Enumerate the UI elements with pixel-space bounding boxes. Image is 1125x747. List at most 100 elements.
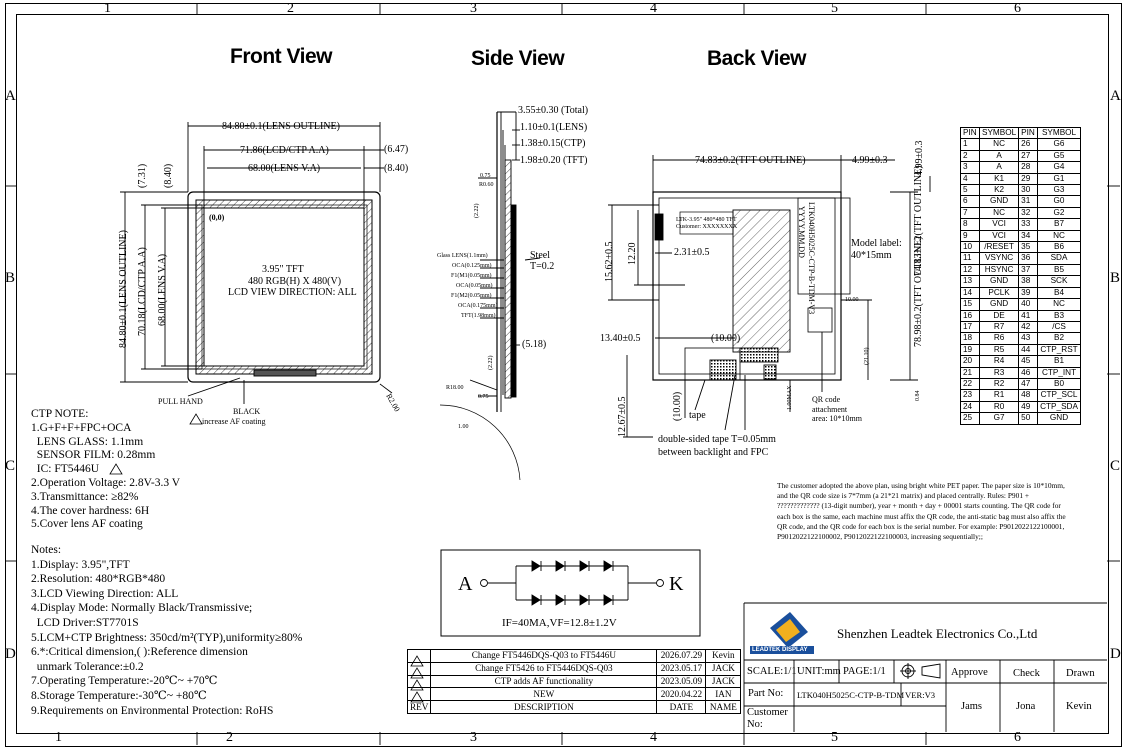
front-af-coating: increase AF coating: [202, 417, 266, 426]
back-qr-1: QR code: [812, 395, 841, 404]
pin-number: 24: [960, 400, 980, 414]
pin-symbol: R3: [978, 366, 1020, 379]
side-tft: 1.98±0.20 (TFT): [520, 155, 588, 166]
zone-col-4b: 4: [650, 730, 657, 745]
ctp-note-line: LENS GLASS: 1.1mm: [31, 435, 144, 448]
revision-description: CTP adds AF functionality: [430, 674, 658, 689]
pin-symbol: B7: [1037, 218, 1081, 231]
pin-number: 4: [960, 172, 980, 186]
pin-number: 42: [1018, 320, 1039, 334]
approve-name: Jams: [961, 701, 982, 712]
revision-mark: [406, 687, 432, 702]
pin-number: 12: [960, 263, 980, 277]
revision-name: JACK: [705, 661, 742, 676]
pin-symbol: G0: [1037, 195, 1081, 208]
drawn-label: Drawn: [1066, 668, 1095, 679]
front-ctp-aa-w: 71.86(LCD/CTP A.A): [240, 145, 329, 156]
zone-row-d-r: D: [1110, 646, 1121, 662]
pin-number: 10: [960, 241, 980, 254]
front-resolution: 480 RGB(H) X 480(V): [248, 276, 342, 287]
pin-symbol: B3: [1037, 309, 1081, 322]
note-line: 6.*:Critical dimension,( ):Reference dim…: [31, 646, 248, 659]
rev-header: REV: [406, 700, 432, 714]
front-view-direction: LCD VIEW DIRECTION: ALL: [228, 287, 357, 298]
pin-symbol: HSYNC: [978, 263, 1020, 277]
revision-date: 2023.05.17: [656, 661, 707, 676]
pin-number: 45: [1018, 355, 1039, 368]
side-total: 3.55±0.30 (Total): [518, 105, 589, 116]
side-layer-2: OCA(0.125mm): [452, 263, 492, 269]
pin-number: 33: [1018, 218, 1039, 231]
pin-number: 34: [1018, 229, 1039, 243]
side-r060: R0.60: [479, 182, 494, 188]
pin-symbol: CTP_RST: [1037, 343, 1081, 357]
pin-number: 36: [1018, 252, 1039, 265]
front-lens-outline-w: 84.80±0.1(LENS OUTLINE): [222, 121, 340, 132]
pin-symbol: R4: [978, 355, 1020, 368]
note-line: 8.Storage Temperature:-30℃~ +80℃: [31, 689, 207, 702]
pin-symbol: PCLK: [978, 286, 1020, 300]
led-cathode: K: [669, 573, 684, 595]
front-dim-840: (8.40): [384, 163, 409, 174]
side-d518: (5.18): [522, 339, 547, 350]
side-d075b: 0.75: [478, 394, 489, 400]
pin-number: 2: [960, 149, 980, 163]
page-number: PAGE:1/1: [843, 666, 886, 677]
zone-row-b: B: [5, 270, 16, 286]
ctp-note-line: CTP NOTE:: [31, 408, 89, 420]
back-tft-outline-v: 74.83±0.2(TFT OUTLINE): [913, 165, 924, 276]
pin-symbol: A: [978, 161, 1020, 174]
pin-number: 47: [1018, 377, 1039, 391]
company-name: Shenzhen Leadtek Electronics Co.,Ltd: [837, 626, 1038, 641]
part-label: Part No:: [748, 688, 784, 699]
check-label: Check: [1013, 668, 1040, 679]
side-steel: Steel: [530, 250, 550, 261]
customer-no: Customer No:: [747, 707, 788, 730]
front-lens-va-w: 68.00(LENS V.A): [248, 163, 321, 174]
front-pull-hand: PULL HAND: [158, 397, 203, 406]
pin-symbol: NC: [978, 138, 1020, 151]
back-dst-1: double-sided tape T=0.05mm: [658, 434, 776, 445]
zone-col-3b: 3: [470, 730, 477, 745]
pin-symbol: GND: [978, 195, 1020, 208]
back-label-date: YYYY.MM.DD: [797, 206, 806, 258]
zone-row-a: A: [5, 88, 16, 104]
back-view-title: Back View: [707, 47, 807, 70]
symbol-header: SYMBOL: [1037, 126, 1081, 140]
note-line: Notes:: [31, 544, 62, 556]
note-line: 1.Display: 3.95",TFT: [31, 558, 130, 571]
side-d222b: (2.22): [488, 355, 494, 371]
pin-symbol: B1: [1037, 355, 1081, 368]
pin-symbol: VCI: [978, 218, 1020, 231]
back-d1220: 12.20: [627, 242, 638, 266]
pin-number: 46: [1018, 366, 1039, 379]
back-d231: 2.31±0.5: [674, 247, 710, 258]
pin-number: 3: [960, 161, 980, 174]
back-d1267: 12.67±0.5: [617, 396, 628, 438]
pin-number: 17: [960, 320, 980, 334]
pin-symbol: B6: [1037, 241, 1081, 254]
side-d075a: 0.75: [480, 173, 491, 179]
pin-header: PIN: [960, 126, 980, 140]
front-lens-va-h: 68.00(LENS V.A): [157, 253, 168, 326]
pin-symbol: B2: [1037, 332, 1081, 345]
note-line: 2.Resolution: 480*RGB*480: [31, 573, 166, 586]
note-line: 4.Display Mode: Normally Black/Transmiss…: [31, 602, 253, 615]
pin-symbol: R7: [978, 320, 1020, 334]
ctp-note-line: IC: FT5446U: [31, 463, 100, 476]
ctp-note-line: 1.G+F+F+FPC+OCA: [31, 421, 132, 434]
pin-number: 38: [1018, 275, 1039, 288]
zone-col-2b: 2: [226, 730, 233, 745]
